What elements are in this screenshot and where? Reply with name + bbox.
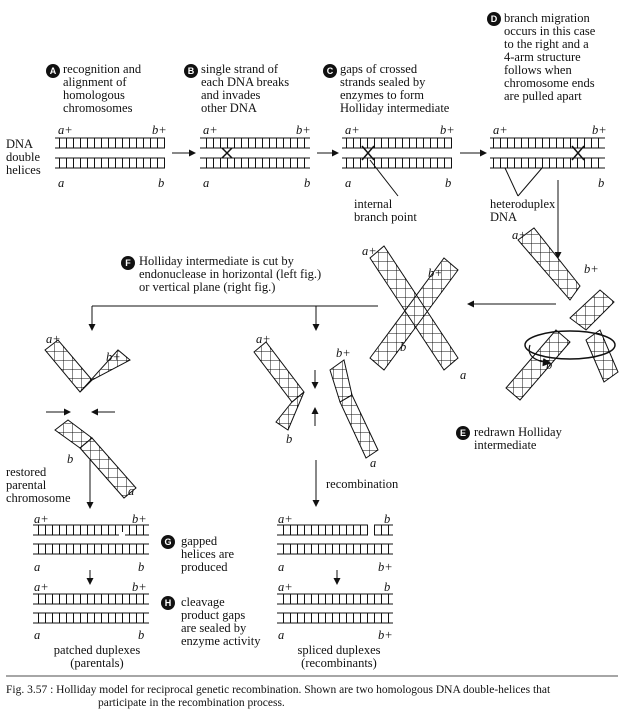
badge-h: H [161, 596, 175, 610]
gene-a: a [278, 560, 285, 574]
gene-b: b [158, 176, 165, 190]
gene-b-plus: b+ [428, 266, 443, 280]
four-arm-structure [505, 227, 619, 401]
duplex-pair-C [342, 137, 452, 197]
gene-a-plus: a+ [362, 244, 377, 258]
gene-a: a [278, 628, 285, 642]
gene-a-plus: a+ [512, 228, 527, 242]
gene-a-plus: a+ [58, 123, 73, 137]
badge-b: B [184, 64, 198, 78]
duplex-pair-D [490, 137, 605, 197]
gene-a: a [460, 368, 467, 382]
gene-b: b [304, 176, 311, 190]
gene-a-plus: a+ [34, 512, 49, 526]
gene-b: b [384, 580, 391, 594]
gene-a: a [345, 176, 352, 190]
gene-b: b [546, 358, 553, 372]
gene-a: a [370, 456, 377, 470]
gene-b-plus: b+ [592, 123, 607, 137]
figure-caption: Fig. 3.57 : Holliday model for reciproca… [6, 684, 618, 710]
gene-b: b [67, 452, 74, 466]
duplex-pair-B [200, 137, 310, 169]
duplex-pair-A [55, 137, 165, 169]
gene-a-plus: a+ [493, 123, 508, 137]
caption-line-2: participate in the recombination process… [98, 697, 285, 709]
gene-b-plus: b+ [132, 512, 147, 526]
gene-b-plus: b+ [132, 580, 147, 594]
spliced-duplexes-label: spliced duplexes(recombinants) [297, 643, 381, 670]
horizontal-cut-figure [44, 339, 137, 509]
badge-a: A [46, 64, 60, 78]
gapped-duplex-left [33, 524, 149, 555]
gene-b: b [286, 432, 293, 446]
patched-duplex-left [33, 593, 149, 624]
badge-d: D [487, 12, 501, 26]
gene-a-plus: a+ [278, 512, 293, 526]
gene-b-plus: b+ [378, 628, 393, 642]
vertical-cut-figure [253, 341, 379, 507]
gene-b-plus: b+ [296, 123, 311, 137]
recombination-label: recombination [326, 477, 399, 491]
gene-b-plus: b+ [378, 560, 393, 574]
gene-b-plus: b+ [336, 346, 351, 360]
badge-c: C [323, 64, 337, 78]
badge-g: G [161, 535, 175, 549]
gene-b: b [384, 512, 391, 526]
gene-b-plus: b+ [440, 123, 455, 137]
spliced-duplex-right [277, 593, 393, 624]
gene-b: b [400, 340, 407, 354]
gene-a: a [34, 560, 41, 574]
gene-b-plus: b+ [152, 123, 167, 137]
gene-b-plus: b+ [106, 350, 121, 364]
gapped-duplex-right [277, 522, 393, 555]
gene-a-plus: a+ [46, 332, 61, 346]
gene-a: a [34, 628, 41, 642]
badge-f: F [121, 256, 135, 270]
gene-a: a [58, 176, 65, 190]
gene-a: a [128, 484, 135, 498]
gene-b: b [598, 176, 605, 190]
badge-e: E [456, 426, 470, 440]
gene-b: b [138, 628, 145, 642]
gene-a: a [203, 176, 210, 190]
f-branch-lines [88, 305, 378, 331]
gene-a-plus: a+ [278, 580, 293, 594]
caption-line-1: Fig. 3.57 : Holliday model for reciproca… [6, 684, 551, 696]
gene-b-plus: b+ [584, 262, 599, 276]
gene-b: b [445, 176, 452, 190]
holliday-x [369, 245, 459, 371]
gene-a-plus: a+ [34, 580, 49, 594]
gene-b: b [138, 560, 145, 574]
gene-a-plus: a+ [203, 123, 218, 137]
gene-a-plus: a+ [256, 332, 271, 346]
patched-duplexes-label: patched duplexes(parentals) [53, 643, 141, 670]
gene-a-plus: a+ [345, 123, 360, 137]
